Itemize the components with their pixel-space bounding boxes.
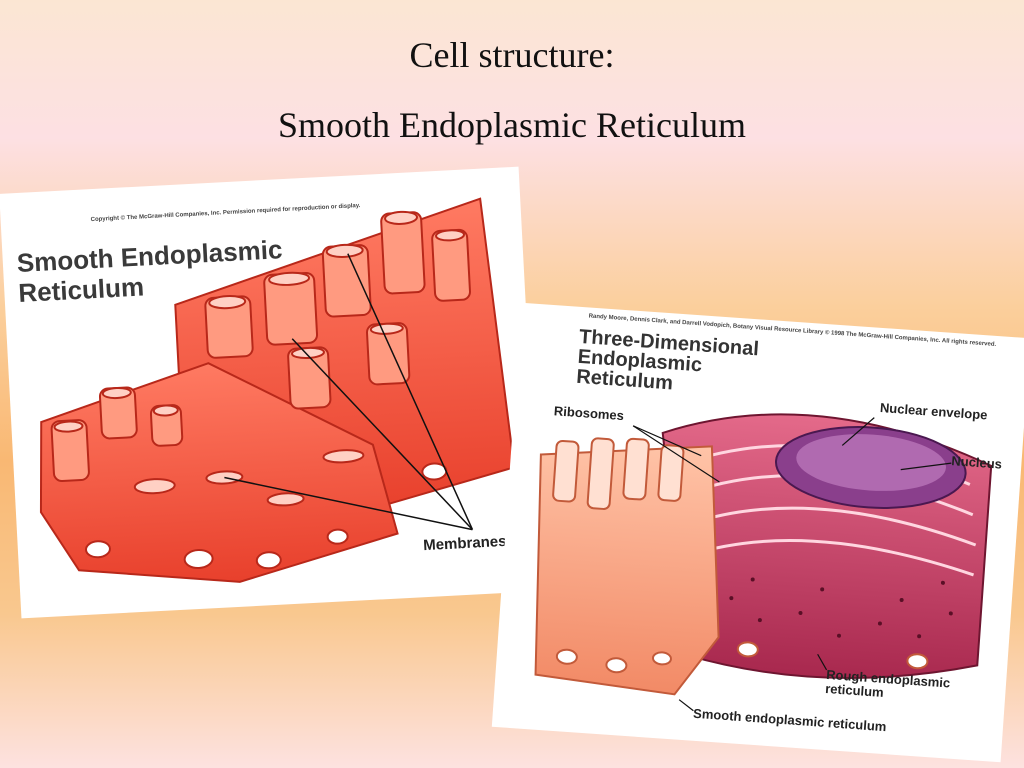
smooth-er-illustration	[39, 197, 516, 583]
slide-title-line1: Cell structure:	[409, 35, 615, 75]
slide-title-line2: Smooth Endoplasmic Reticulum	[278, 105, 746, 145]
smooth-er-figure: Copyright © The McGraw-Hill Companies, I…	[0, 166, 541, 619]
three-dimensional-er-figure: Randy Moore, Dennis Clark, and Darrell V…	[491, 302, 1024, 763]
three-dimensional-er-illustration	[534, 413, 993, 712]
